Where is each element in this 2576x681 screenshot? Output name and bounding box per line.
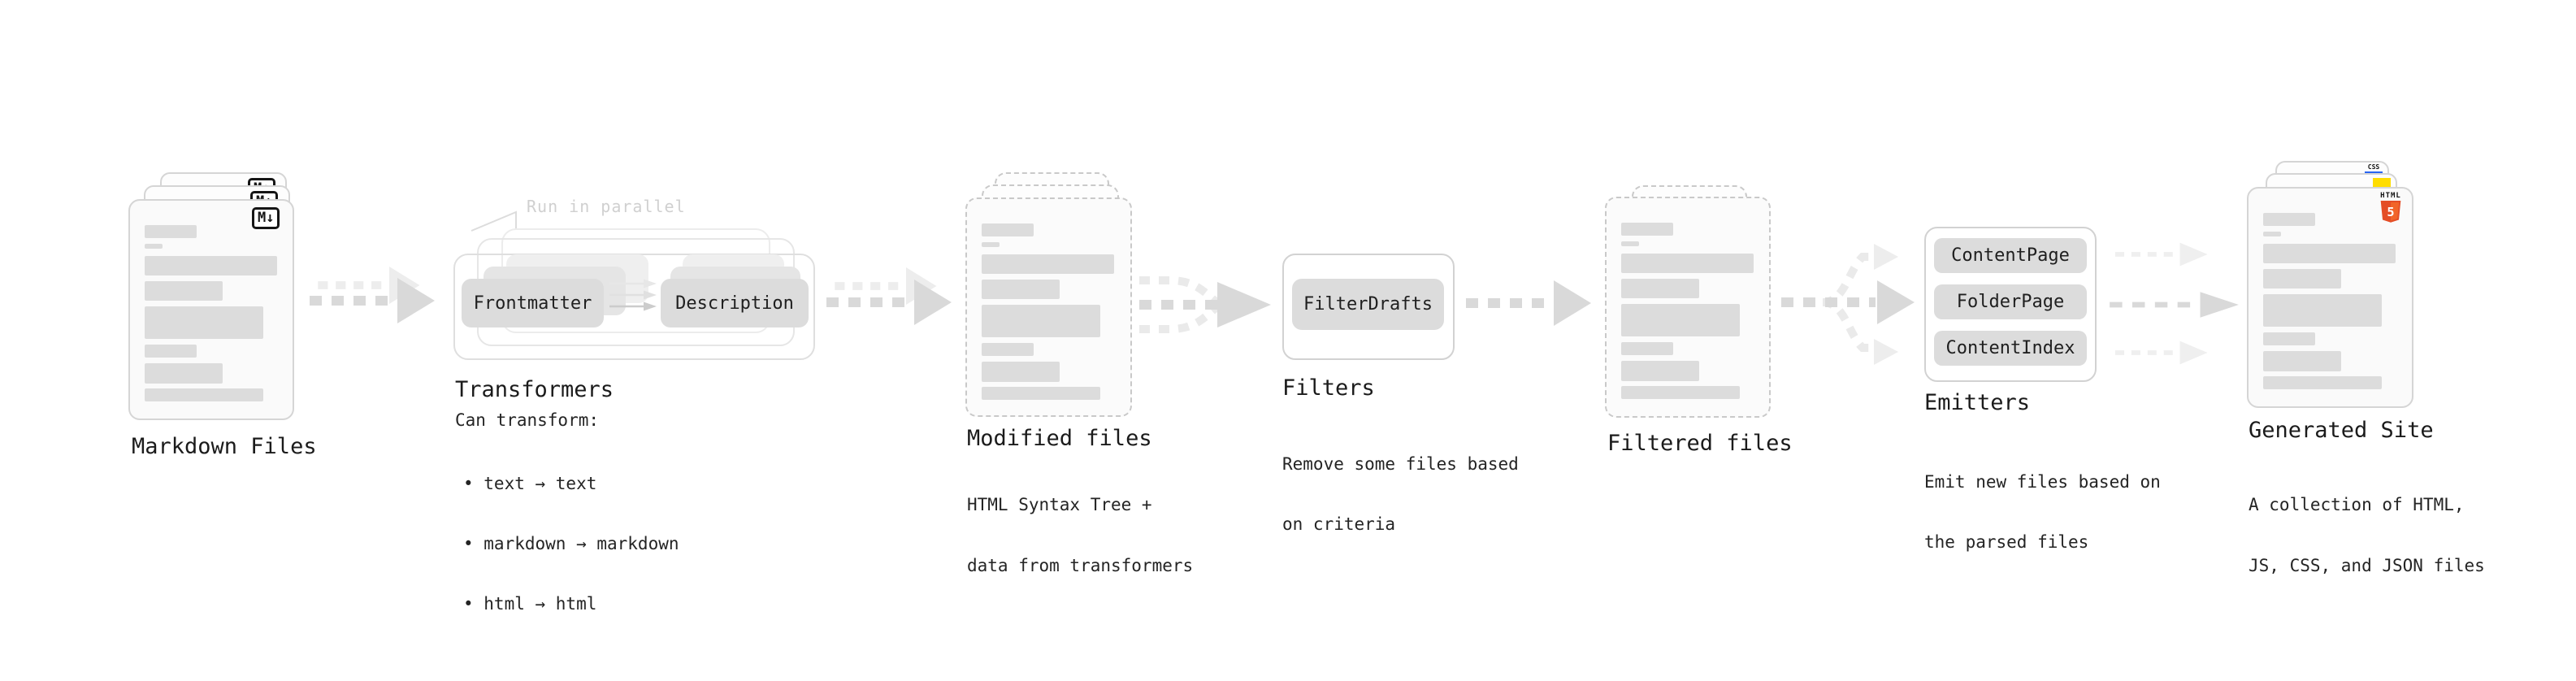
skeleton-line [1621,342,1673,355]
stage-label-emitters: Emitters [1924,390,2031,415]
stage-label-markdown-files: Markdown Files [132,434,317,459]
description-line: Remove some files based [1282,454,1519,474]
skeleton-line [145,281,223,301]
skeleton-line [2263,269,2341,288]
skeleton-line [982,343,1034,356]
transform-arrow [609,301,657,311]
filtered-file-card-front [1605,197,1771,418]
skeleton-line [145,256,277,275]
description-box: Description [661,279,809,327]
modified-file-card-front [965,197,1132,417]
stage-label-transformers: Transformers [455,377,614,402]
filterdrafts-box: FilterDrafts [1292,279,1444,330]
generated-file-card-front [2247,187,2413,408]
annotation-leader-line [471,210,517,232]
skeleton-line [145,225,197,238]
html5-icon: HTML 5 [2377,192,2405,223]
svg-text:5: 5 [2387,205,2394,219]
emitters-description: Emit new files based on the parsed files [1924,432,2161,592]
description-line: data from transformers [967,556,1194,575]
transformers-bullets: • text → text • markdown → markdown • ht… [463,434,679,653]
bullet-item: • markdown → markdown [463,534,679,553]
flow-arrow [826,280,952,325]
skeleton-line [1621,279,1699,298]
skeleton-line [982,362,1060,382]
flow-arrow-merge [1139,276,1271,333]
transformers-desc-title: Can transform: [455,410,600,430]
skeleton-line [1621,361,1699,381]
markdown-icon: M↓ [252,207,280,229]
skeleton-line [982,305,1100,337]
bullet-item: • text → text [463,474,597,493]
skeleton-line [982,387,1100,400]
skeleton-line [145,388,263,401]
skeleton-line [2263,213,2315,226]
filters-description: Remove some files based on criteria [1282,414,1519,574]
contentindex-box: ContentIndex [1934,331,2087,366]
skeleton-line [145,345,197,358]
skeleton-line [982,254,1114,274]
contentpage-box: ContentPage [1934,238,2087,273]
description-line: on criteria [1282,514,1396,534]
skeleton-line [2263,294,2382,327]
html5-icon-word: HTML [2380,192,2401,200]
html5-shield: 5 [2380,201,2401,223]
flow-arrow [2110,292,2239,318]
stage-label-generated-site: Generated Site [2249,418,2434,443]
modified-files-description: HTML Syntax Tree + data from transformer… [967,455,1193,616]
flow-arrow-light [2114,340,2208,365]
stage-label-filtered-files: Filtered files [1607,431,1793,456]
flow-arrow-light [2114,242,2208,267]
transform-arrow [609,279,657,288]
flow-arrow-fanout [1781,244,1915,365]
skeleton-line [1621,241,1639,246]
skeleton-line [1621,254,1754,273]
generated-site-description: A collection of HTML, JS, CSS, and JSON … [2249,455,2485,616]
skeleton-line [1621,386,1740,399]
skeleton-line [2263,232,2281,236]
skeleton-line [145,244,163,249]
description-line: A collection of HTML, [2249,495,2465,514]
filters-container [1282,254,1455,360]
skeleton-line [982,280,1060,299]
bullet-item: • html → html [463,594,597,614]
skeleton-line [2263,351,2341,371]
description-line: JS, CSS, and JSON files [2249,556,2485,575]
skeleton-line [2263,244,2396,263]
stage-label-modified-files: Modified files [967,426,1152,451]
folderpage-box: FolderPage [1934,284,2087,319]
skeleton-line [1621,304,1740,336]
transform-arrow [609,290,657,300]
skeleton-line [982,242,1000,247]
description-line: Emit new files based on [1924,472,2161,492]
skeleton-line [145,363,223,384]
flow-arrow [310,278,435,323]
run-in-parallel-annotation: Run in parallel [527,197,686,216]
stage-label-filters: Filters [1282,375,1375,401]
flow-arrow [1466,280,1591,326]
frontmatter-box: Frontmatter [462,279,604,327]
markdown-file-card-front [128,199,294,420]
description-line: HTML Syntax Tree + [967,495,1152,514]
description-line: the parsed files [1924,532,2089,552]
skeleton-line [2263,332,2315,345]
skeleton-line [145,306,263,339]
skeleton-line [2263,376,2382,389]
js-icon [2373,178,2391,187]
css-icon-label: CSS [2367,163,2380,171]
skeleton-line [982,223,1034,236]
skeleton-line [1621,223,1673,236]
emitters-container [1924,227,2097,382]
